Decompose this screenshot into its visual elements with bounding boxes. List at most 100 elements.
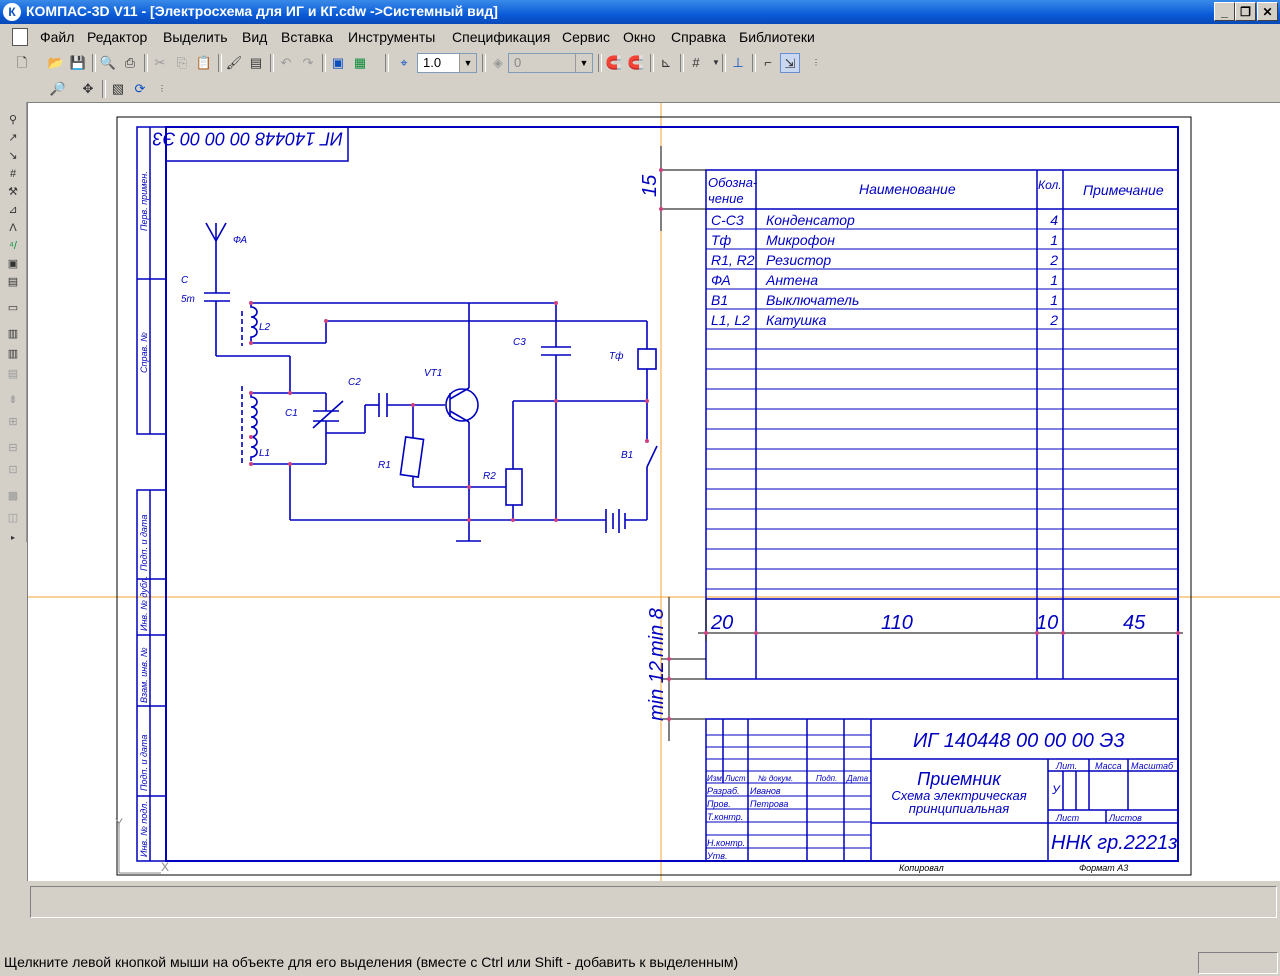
menu-tools[interactable]: Инструменты (348, 29, 436, 45)
kompas-app-icon[interactable]: К (3, 3, 21, 21)
copy-icon[interactable]: ⎘ (176, 55, 188, 70)
scale-combo[interactable]: 1.0▼ (417, 53, 477, 73)
menu-service[interactable]: Сервис (562, 29, 610, 45)
views-icon[interactable]: ▣ (7, 258, 19, 270)
scale-icon[interactable]: ⌖ (400, 55, 408, 70)
disabled-tool-icon[interactable]: ⇟ (8, 394, 18, 406)
print-icon[interactable]: ⎙ (124, 55, 136, 70)
label-tf: Тф (609, 350, 624, 362)
disabled-tool-icon[interactable]: ◫ (7, 512, 19, 524)
menu-edit[interactable]: Редактор (87, 29, 148, 45)
toolbar-overflow-icon[interactable]: ⋮ (812, 58, 820, 67)
drawing-canvas[interactable]: Перв. примен. Справ. № Подп. и дата Инв.… (27, 102, 1280, 881)
manager-icon[interactable]: ▣ (331, 55, 345, 70)
schematic (204, 222, 658, 542)
side-label-3: Подп. и дата (139, 515, 149, 571)
parametrization-icon[interactable]: ⚒ (8, 186, 18, 198)
tb-name1: Приемник (917, 769, 1002, 789)
toolbar-overflow-icon[interactable]: ⋮ (158, 84, 166, 93)
snap-magnet-icon[interactable]: 🧲 (605, 55, 623, 70)
layer-combo[interactable]: 0▼ (508, 53, 593, 73)
label-r1: R1 (378, 460, 391, 471)
chevron-down-icon[interactable]: ▼ (459, 54, 476, 72)
restore-button[interactable]: ❐ (1235, 2, 1256, 21)
header-designation-1: Обозна- (708, 175, 758, 190)
label-l2: L2 (259, 322, 271, 333)
zoom-window-icon[interactable]: 🔎 (49, 81, 67, 96)
side-label-4: Инв. № дубл. (139, 576, 149, 631)
pan-icon[interactable]: ✥ (82, 81, 94, 96)
title-bar: К КОМПАС-3D V11 - [Электросхема для ИГ и… (0, 0, 1280, 24)
list-row-name: Микрофон (766, 232, 835, 248)
dimensions-icon[interactable]: ↗ (8, 132, 18, 144)
measure-icon[interactable]: ⊿ (8, 204, 18, 216)
cut-icon[interactable]: ✂ (154, 55, 166, 70)
layer-icon[interactable]: ◈ (493, 55, 503, 70)
disabled-tool-icon[interactable]: ⊞ (8, 416, 18, 428)
redraw-icon[interactable]: ▧ (111, 81, 125, 96)
select-icon[interactable]: Λ (9, 222, 17, 234)
new-document-icon[interactable]: 🗋 (16, 55, 28, 70)
panel-overflow-icon[interactable]: ▸ (10, 533, 15, 542)
local-cs-icon[interactable]: ⊥ (732, 55, 744, 70)
minimize-button[interactable]: _ (1214, 2, 1235, 21)
list-row-lines (706, 228, 1178, 590)
redo-icon[interactable]: ↷ (302, 55, 314, 70)
chevron-down-icon[interactable]: ▼ (575, 54, 592, 72)
label-cap-c-value: 5m (181, 294, 195, 305)
geometry-icon[interactable]: ⚲ (8, 114, 18, 126)
print-preview-icon[interactable]: 🔍 (99, 55, 117, 70)
tb-person-2: Петрова (750, 799, 788, 809)
undo-icon[interactable]: ↶ (280, 55, 292, 70)
library-2-icon[interactable]: ▥ (7, 348, 19, 360)
format-brush-icon[interactable]: 🖌 (225, 55, 243, 70)
paste-icon[interactable]: 📋 (195, 55, 213, 70)
round-icon[interactable]: ⌐ (764, 55, 772, 70)
properties-icon[interactable]: ▤ (249, 55, 263, 70)
local-snap-icon[interactable]: 🧲 (627, 55, 645, 70)
disabled-tool-icon[interactable]: ⊟ (8, 442, 18, 454)
menu-view[interactable]: Вид (242, 29, 268, 45)
editing-icon[interactable]: # (9, 168, 17, 180)
menu-insert[interactable]: Вставка (281, 29, 334, 45)
menu-libraries[interactable]: Библиотеки (739, 29, 815, 45)
layer-value: 0 (514, 55, 522, 70)
library-icon[interactable]: ▥ (7, 328, 19, 340)
open-folder-icon[interactable]: 📂 (47, 55, 65, 70)
chevron-down-icon[interactable]: ▼ (712, 58, 720, 67)
dimension-points (659, 168, 1180, 721)
spec-icon[interactable]: ⁴/ (9, 240, 17, 252)
element-list-table (705, 169, 1179, 680)
list-row-qty: 2 (1049, 312, 1058, 328)
tb-col-list: Лист (724, 774, 746, 783)
insert-fragment-icon[interactable]: ▭ (7, 302, 19, 314)
menu-file[interactable]: Файл (40, 29, 75, 45)
refresh-icon[interactable]: ⟳ (134, 81, 146, 96)
tb-lit-hdr: Лит. (1055, 761, 1077, 771)
dim-header-height: 15 (639, 174, 661, 197)
origin-axes (118, 827, 161, 874)
ortho-icon[interactable]: ⊾ (660, 55, 672, 70)
menu-help[interactable]: Справка (671, 29, 726, 45)
menu-specification[interactable]: Спецификация (452, 29, 551, 45)
standard-toolbar: 🗋 📂 💾 🔍 ⎙ ✂ ⎘ 📋 🖌 ▤ ↶ ↷ ▣ ▦ ⌖ 1.0▼ ◈ 0▼ … (0, 50, 1280, 76)
status-bar: Щелкните левой кнопкой мыши на объекте д… (0, 950, 1280, 976)
disabled-tool-icon[interactable]: ▩ (7, 490, 19, 502)
document-icon[interactable] (12, 28, 28, 46)
side-label-2: Справ. № (139, 332, 149, 373)
menu-select[interactable]: Выделить (163, 29, 228, 45)
menu-window[interactable]: Окно (623, 29, 656, 45)
symbols-icon[interactable]: ↘ (8, 150, 18, 162)
window-title: КОМПАС-3D V11 - [Электросхема для ИГ и К… (26, 3, 498, 19)
reports-icon[interactable]: ▤ (7, 276, 19, 288)
disabled-tool-icon[interactable]: ⊡ (8, 464, 18, 476)
disabled-tool-icon[interactable]: ▤ (7, 368, 19, 380)
title-block-rows (706, 734, 871, 849)
title-block-text: ИГ 140448 00 00 00 Э3 Приемник Схема эле… (706, 730, 1178, 873)
variables-icon[interactable]: ▦ (353, 55, 367, 70)
axis-x-label: X (161, 860, 169, 874)
close-button[interactable]: ✕ (1257, 2, 1278, 21)
grid-icon[interactable]: # (692, 55, 700, 70)
save-icon[interactable]: 💾 (69, 55, 87, 70)
dynamic-tooltip-icon[interactable]: ⇲ (780, 53, 800, 73)
